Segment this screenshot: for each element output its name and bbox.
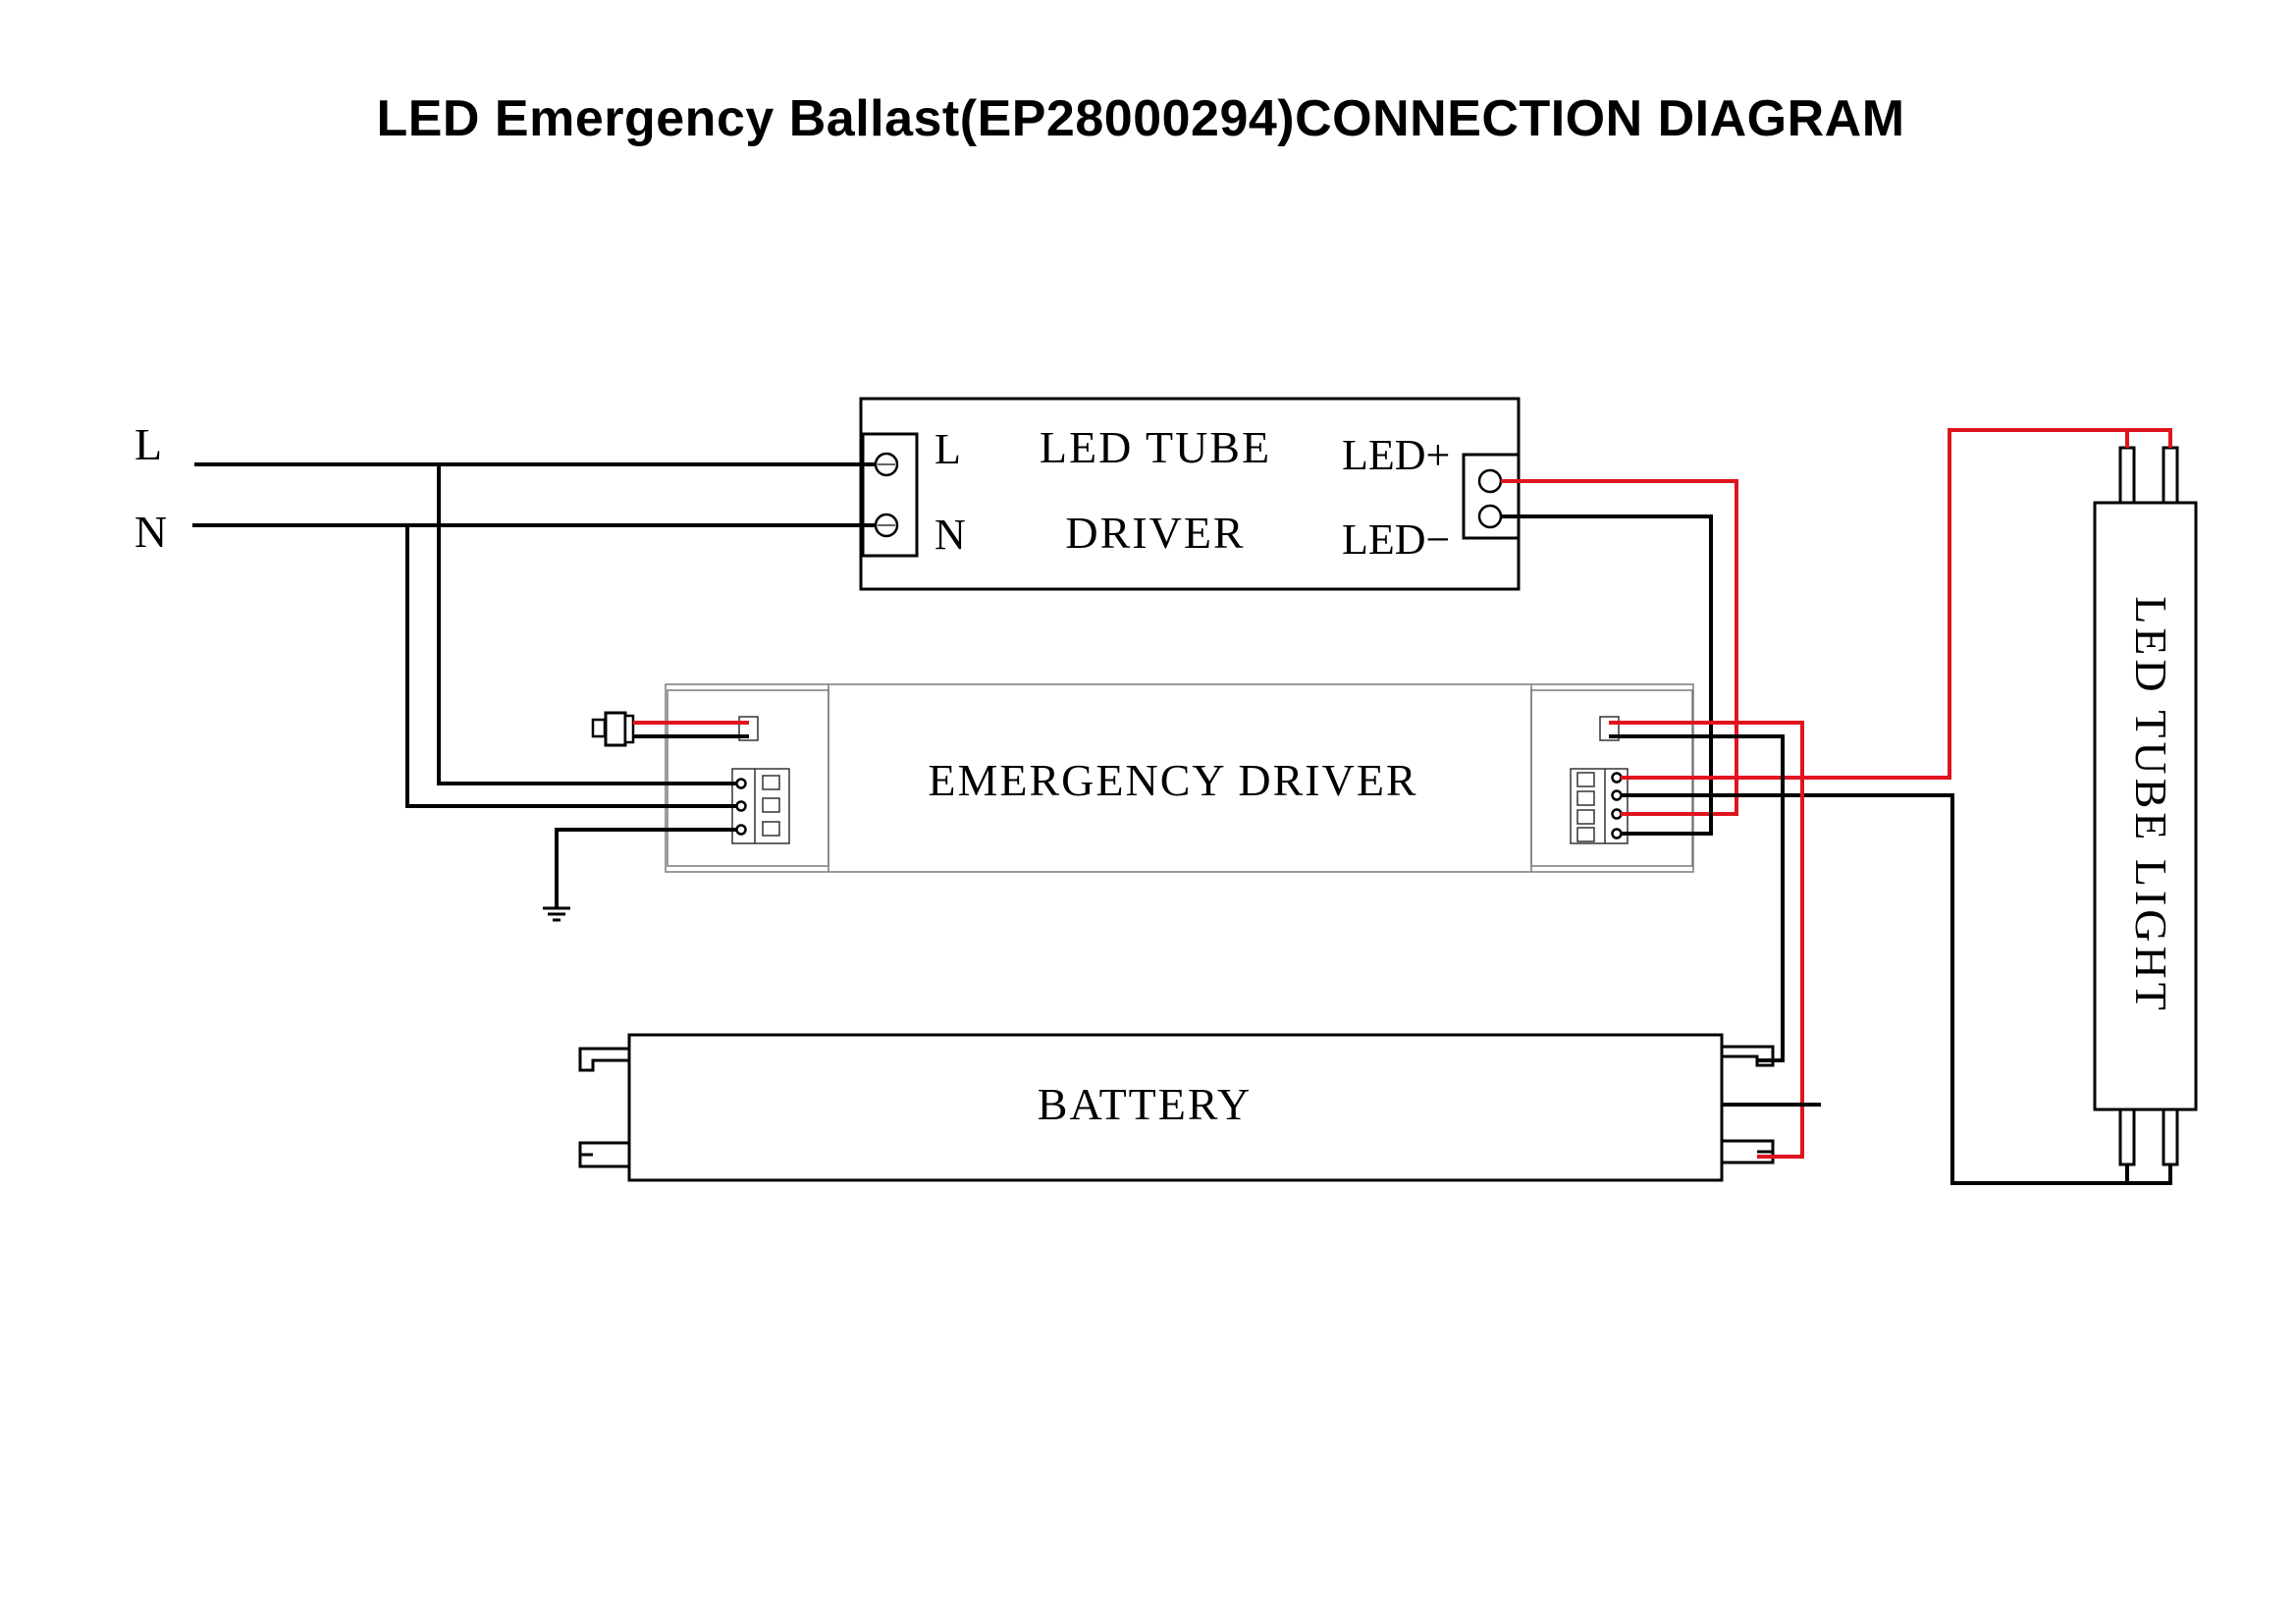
driver-name-line2: DRIVER (1065, 508, 1245, 558)
ed-battery-connector (1599, 716, 1620, 741)
tube-top-pin-left (2118, 446, 2136, 505)
tube-bottom-pin-right (2162, 1108, 2179, 1166)
wire-battery-black (1609, 734, 1785, 1062)
tube-top-pin-right (2162, 446, 2179, 505)
battery-label: BATTERY (1038, 1079, 1252, 1129)
mains-neutral-label: N (134, 507, 167, 557)
tube-bottom-pin-left (2118, 1108, 2136, 1166)
led-tube-light: LED TUBE LIGHT (2093, 446, 2198, 1166)
driver-input-n-label: N (934, 511, 966, 559)
led-tube-body (2093, 501, 2198, 1111)
driver-input-l-label: L (934, 425, 961, 473)
driver-output-terminal-block (1462, 453, 1521, 540)
driver-led-plus-label: LED+ (1342, 431, 1450, 479)
battery-box (627, 1033, 1724, 1182)
wire-ground (555, 828, 737, 898)
wire-tube-positive (1621, 428, 2172, 780)
wire-led-minus-in (1501, 514, 1713, 836)
wire-battery-red (1609, 721, 1804, 1159)
driver-led-minus-terminal (1477, 504, 1503, 529)
wiring (192, 428, 2172, 1185)
wire-l-to-emergency (437, 464, 737, 785)
led-tube-driver: L N LED TUBE DRIVER LED+ LED− (859, 397, 1521, 591)
driver-name-line1: LED TUBE (1040, 422, 1271, 472)
mains-line-label: L (134, 419, 162, 469)
wire-tube-negative (1621, 793, 2172, 1185)
led-tube-light-label: LED TUBE LIGHT (2126, 596, 2176, 1014)
driver-led-plus-terminal (1477, 468, 1503, 494)
page-title: LED Emergency Ballast(EP28000294)CONNECT… (376, 90, 1904, 147)
emergency-driver: EMERGENCY DRIVER (665, 683, 1694, 873)
wire-n-to-emergency (405, 525, 737, 808)
driver-led-minus-label: LED− (1342, 515, 1450, 564)
ed-output-terminal-block (1570, 768, 1629, 844)
battery: BATTERY (578, 1033, 1775, 1182)
emergency-driver-label: EMERGENCY DRIVER (928, 755, 1417, 805)
wire-led-plus-in (1501, 479, 1738, 816)
driver-input-terminal-block (861, 432, 919, 558)
ed-left-switch-connector (738, 716, 759, 741)
ground-icon (543, 898, 570, 922)
test-switch (591, 711, 635, 747)
